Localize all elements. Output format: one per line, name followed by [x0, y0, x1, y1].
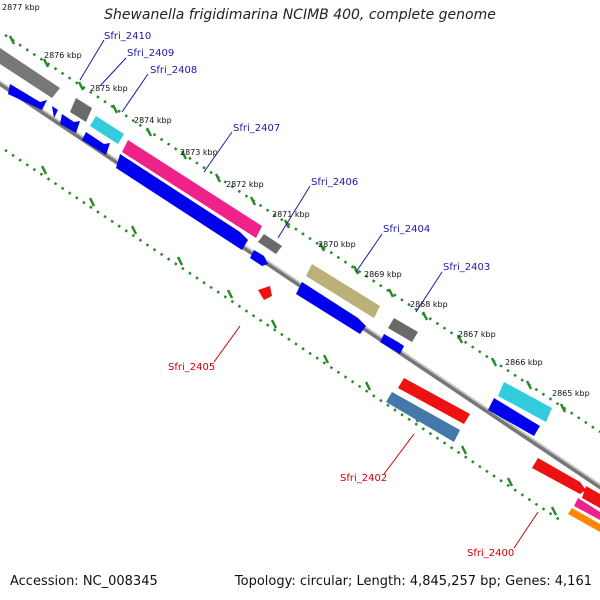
red-feature-3 [582, 486, 600, 508]
tick-label: 2866 kbp [505, 358, 543, 367]
tick-label: 2873 kbp [180, 148, 218, 157]
gray-feature-top [0, 48, 60, 98]
red-feature-2405 [258, 286, 272, 300]
gray-feature-2403 [388, 318, 418, 342]
gray-feature-2406 [258, 234, 282, 254]
cds-arrow-5 [250, 250, 268, 266]
tick-label: 2877 kbp [2, 3, 40, 12]
inner-tick-ring [4, 148, 561, 522]
gene-label-sfri-2400: Sfri_2400 [467, 548, 514, 559]
tick-label: 2871 kbp [272, 210, 310, 219]
gene-label-sfri-2404: Sfri_2404 [383, 224, 430, 235]
cyan-feature-2 [498, 382, 552, 422]
gene-labels: Sfri_2410 Sfri_2409 Sfri_2408 Sfri_2407 … [104, 31, 514, 559]
cds-arrow-2407 [116, 154, 248, 250]
kbp-labels: 2877 kbp 2876 kbp 2875 kbp 2874 kbp 2873… [2, 3, 590, 398]
tick-label: 2868 kbp [410, 300, 448, 309]
map-title: Shewanella frigidimarina NCIMB 400, comp… [104, 7, 496, 23]
tick-label: 2874 kbp [134, 116, 172, 125]
gene-label-sfri-2410: Sfri_2410 [104, 31, 151, 42]
gene-label-sfri-2408: Sfri_2408 [150, 65, 197, 76]
magenta-feature-2 [574, 498, 600, 520]
gray-feature-2409 [70, 98, 92, 122]
features [0, 48, 600, 532]
red-feature-2 [398, 378, 470, 424]
red-feature-2400 [532, 458, 586, 494]
tick-label: 2876 kbp [44, 51, 82, 60]
cds-arrow-3 [60, 114, 80, 133]
label-connectors [79, 39, 539, 549]
gene-label-sfri-2405: Sfri_2405 [168, 362, 215, 373]
gene-label-sfri-2409: Sfri_2409 [127, 48, 174, 59]
tick-label: 2867 kbp [458, 330, 496, 339]
inner-major-ticks [40, 165, 558, 516]
gene-label-sfri-2403: Sfri_2403 [443, 262, 490, 273]
cds-arrow-4 [82, 132, 110, 155]
cds-arrow-1 [8, 84, 47, 110]
tick-label: 2865 kbp [552, 389, 590, 398]
cds-arrow-2404 [296, 282, 366, 334]
tick-label: 2869 kbp [364, 270, 402, 279]
tick-label: 2872 kbp [226, 180, 264, 189]
tick-label: 2870 kbp [318, 240, 356, 249]
gene-label-sfri-2402: Sfri_2402 [340, 473, 387, 484]
cyan-feature-2408 [90, 116, 124, 144]
topology-text: Topology: circular; Length: 4,845,257 bp… [234, 574, 592, 589]
tick-label: 2875 kbp [90, 84, 128, 93]
steel-feature-2402 [386, 392, 460, 442]
gene-label-sfri-2407: Sfri_2407 [233, 123, 280, 134]
gene-label-sfri-2406: Sfri_2406 [311, 177, 358, 188]
olive-feature-2404 [306, 264, 380, 318]
outer-tick-ring [4, 33, 600, 434]
cds-arrow-2 [52, 106, 58, 118]
accession-text: Accession: NC_008345 [10, 574, 158, 589]
cds-arrow-7 [488, 398, 540, 436]
magenta-feature-2407 [122, 140, 262, 238]
orange-feature [568, 508, 600, 532]
cds-arrow-6 [380, 334, 404, 354]
